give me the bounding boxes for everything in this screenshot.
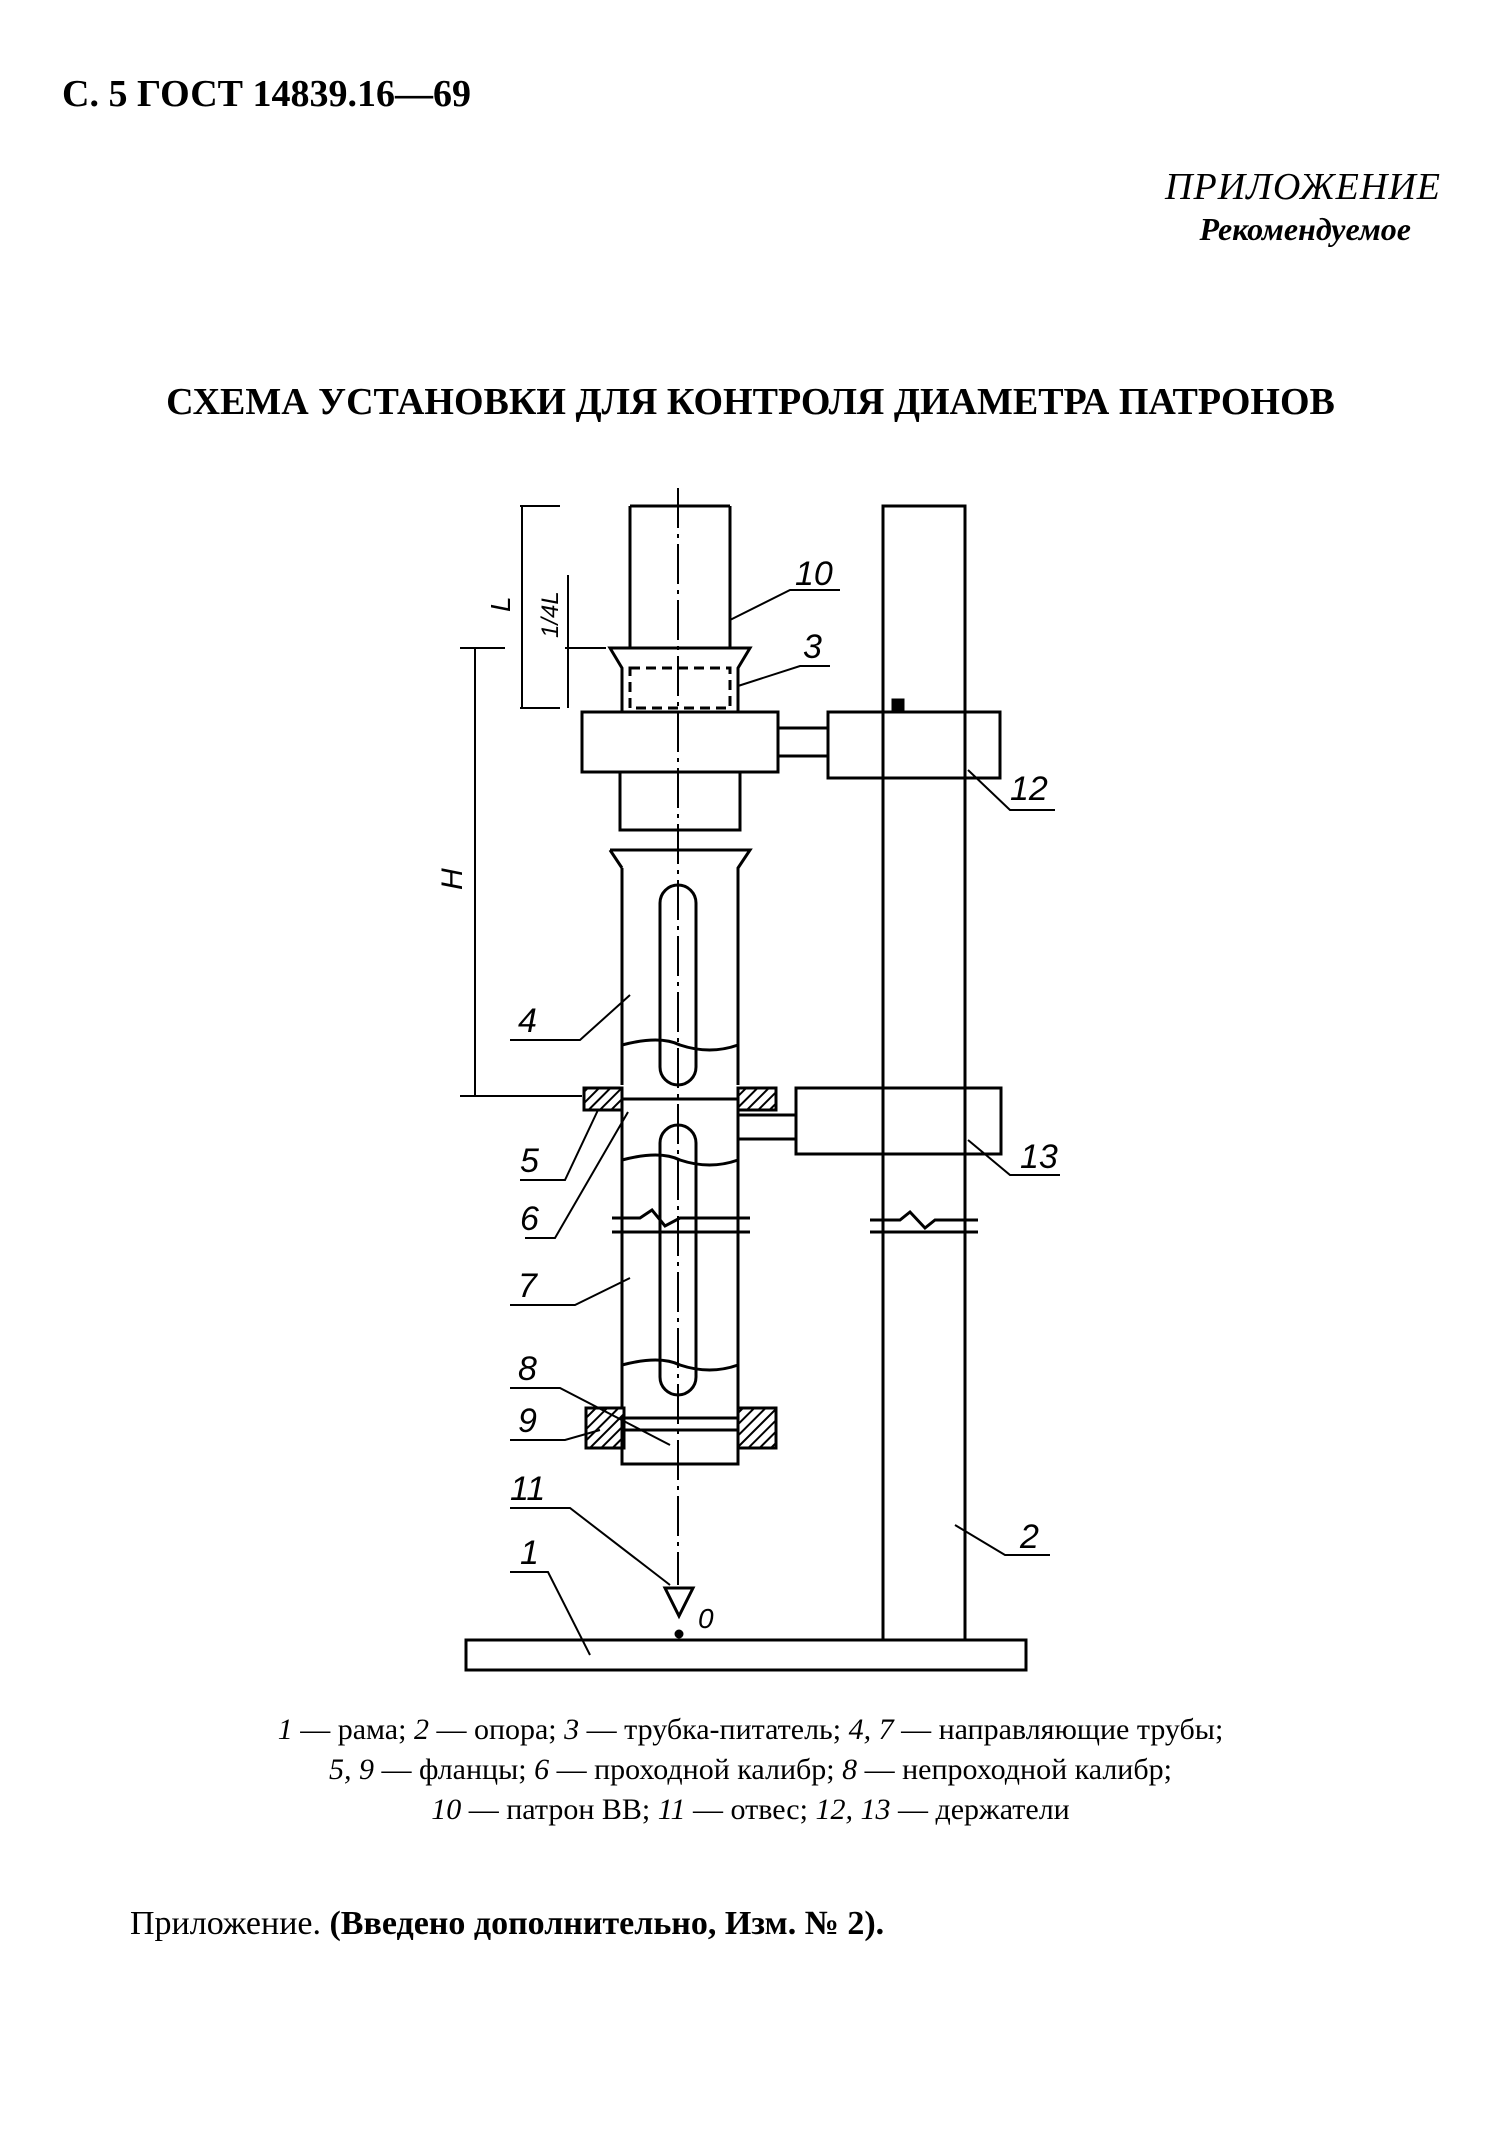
legend-text: — непроходной калибр; <box>857 1753 1172 1786</box>
holder-13 <box>794 1086 1003 1156</box>
label-10: 10 <box>795 555 833 593</box>
legend-num: 2 <box>413 1713 429 1746</box>
label-11: 11 <box>510 1470 545 1508</box>
dim-label-quarter-L: 1/4L <box>537 591 564 638</box>
cartridge <box>628 504 732 648</box>
legend-num: 8 <box>842 1753 858 1786</box>
holder-12 <box>826 710 1002 780</box>
note-prefix: Приложение. <box>130 1905 330 1942</box>
legend-text: — опора; <box>428 1713 565 1746</box>
legend-num: 5, 9 <box>329 1753 375 1786</box>
figure-title: СХЕМА УСТАНОВКИ ДЛЯ КОНТРОЛЯ ДИАМЕТРА ПА… <box>166 381 1335 423</box>
legend-line-1: 1 — рама; 2 — опора; 3 — трубка-питатель… <box>0 1710 1501 1750</box>
label-point-o: 0 <box>698 1603 714 1634</box>
legend-text: — направляющие трубы; <box>893 1713 1224 1746</box>
note-amendment: (Введено дополнительно, Изм. № 2). <box>329 1905 885 1942</box>
dim-label-L: L <box>485 596 516 612</box>
label-5: 5 <box>520 1142 539 1180</box>
appendix-label: ПРИЛОЖЕНИЕ <box>1165 166 1441 208</box>
legend-text: — фланцы; <box>374 1753 535 1786</box>
support-column <box>881 504 967 1642</box>
legend-num: 4, 7 <box>848 1713 894 1746</box>
upper-block <box>580 710 780 774</box>
label-13: 13 <box>1020 1138 1058 1176</box>
label-8: 8 <box>518 1350 537 1388</box>
legend-num: 3 <box>564 1713 580 1746</box>
legend-num: 1 <box>277 1713 293 1746</box>
label-1: 1 <box>520 1534 539 1572</box>
page-header: С. 5 ГОСТ 14839.16—69 <box>62 73 471 115</box>
legend-text: — отвес; <box>685 1793 816 1826</box>
legend-text: — проходной калибр; <box>549 1753 843 1786</box>
legend-num: 6 <box>534 1753 550 1786</box>
label-6: 6 <box>520 1200 539 1238</box>
label-7: 7 <box>518 1267 538 1305</box>
frame-base <box>464 1638 1028 1672</box>
label-9: 9 <box>518 1402 537 1440</box>
appendix-kind: Рекомендуемое <box>1199 211 1411 247</box>
label-4: 4 <box>518 1002 537 1040</box>
label-12: 12 <box>1010 770 1048 808</box>
plumb-bob <box>662 1586 696 1620</box>
label-2: 2 <box>1019 1518 1039 1556</box>
legend-num: 10 <box>431 1793 462 1826</box>
figure-legend: 1 — рама; 2 — опора; 3 — трубка-питатель… <box>0 1710 1501 1830</box>
legend-num: 11 <box>657 1793 686 1826</box>
legend-num: 12, 13 <box>815 1793 891 1826</box>
guide-tube-7 <box>620 1110 740 1408</box>
dim-label-H: H <box>436 868 469 890</box>
legend-text: — трубка-питатель; <box>579 1713 849 1746</box>
legend-line-3: 10 — патрон ВВ; 11 — отвес; 12, 13 — дер… <box>0 1790 1501 1830</box>
guide-tube-4 <box>608 848 753 1085</box>
amendment-note: Приложение. (Введено дополнительно, Изм.… <box>130 1905 884 1943</box>
legend-line-2: 5, 9 — фланцы; 6 — проходной калибр; 8 —… <box>0 1750 1501 1790</box>
legend-text: — держатели <box>890 1793 1070 1826</box>
legend-text: — патрон ВВ; <box>461 1793 658 1826</box>
label-3: 3 <box>803 628 822 666</box>
legend-text: — рама; <box>292 1713 414 1746</box>
appendix-block: ПРИЛОЖЕНИЕ Рекомендуемое <box>1165 165 1441 248</box>
